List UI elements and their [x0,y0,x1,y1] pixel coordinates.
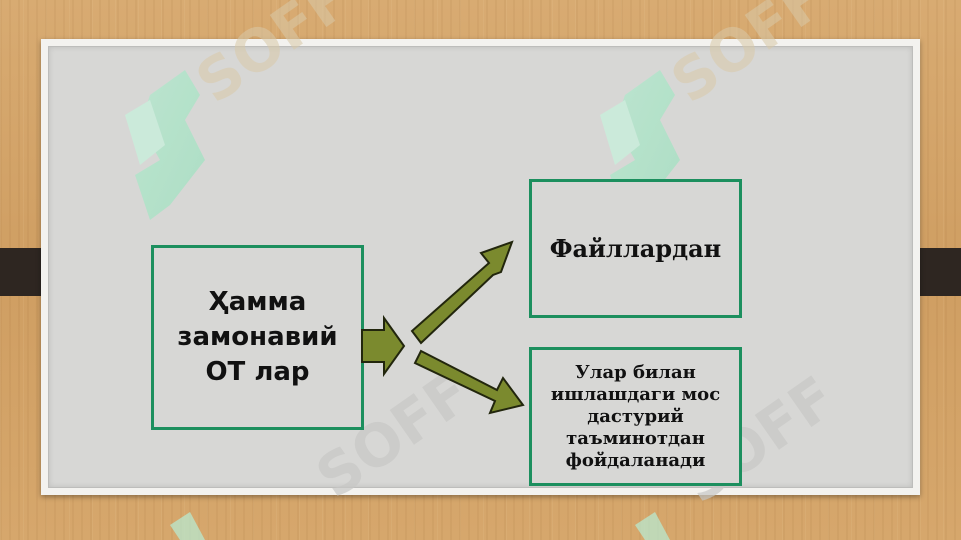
watermark-logo [170,512,670,540]
target-box-bottom-label: Улар билан ишлашдаги мос дастурий таъмин… [550,361,721,471]
target-box-top-label: Файллардан [549,234,722,263]
up-right-arrow [410,240,514,345]
watermark-logo [125,70,205,220]
source-box-label: Ҳамма замонавий ОТ лар [177,287,338,387]
target-box-top: Файллардан [529,179,742,318]
target-box-bottom: Улар билан ишлашдаги мос дастурий таъмин… [529,347,742,486]
right-arrow [361,314,406,378]
down-right-arrow [413,349,525,415]
source-box: Ҳамма замонавий ОТ лар [151,245,364,430]
